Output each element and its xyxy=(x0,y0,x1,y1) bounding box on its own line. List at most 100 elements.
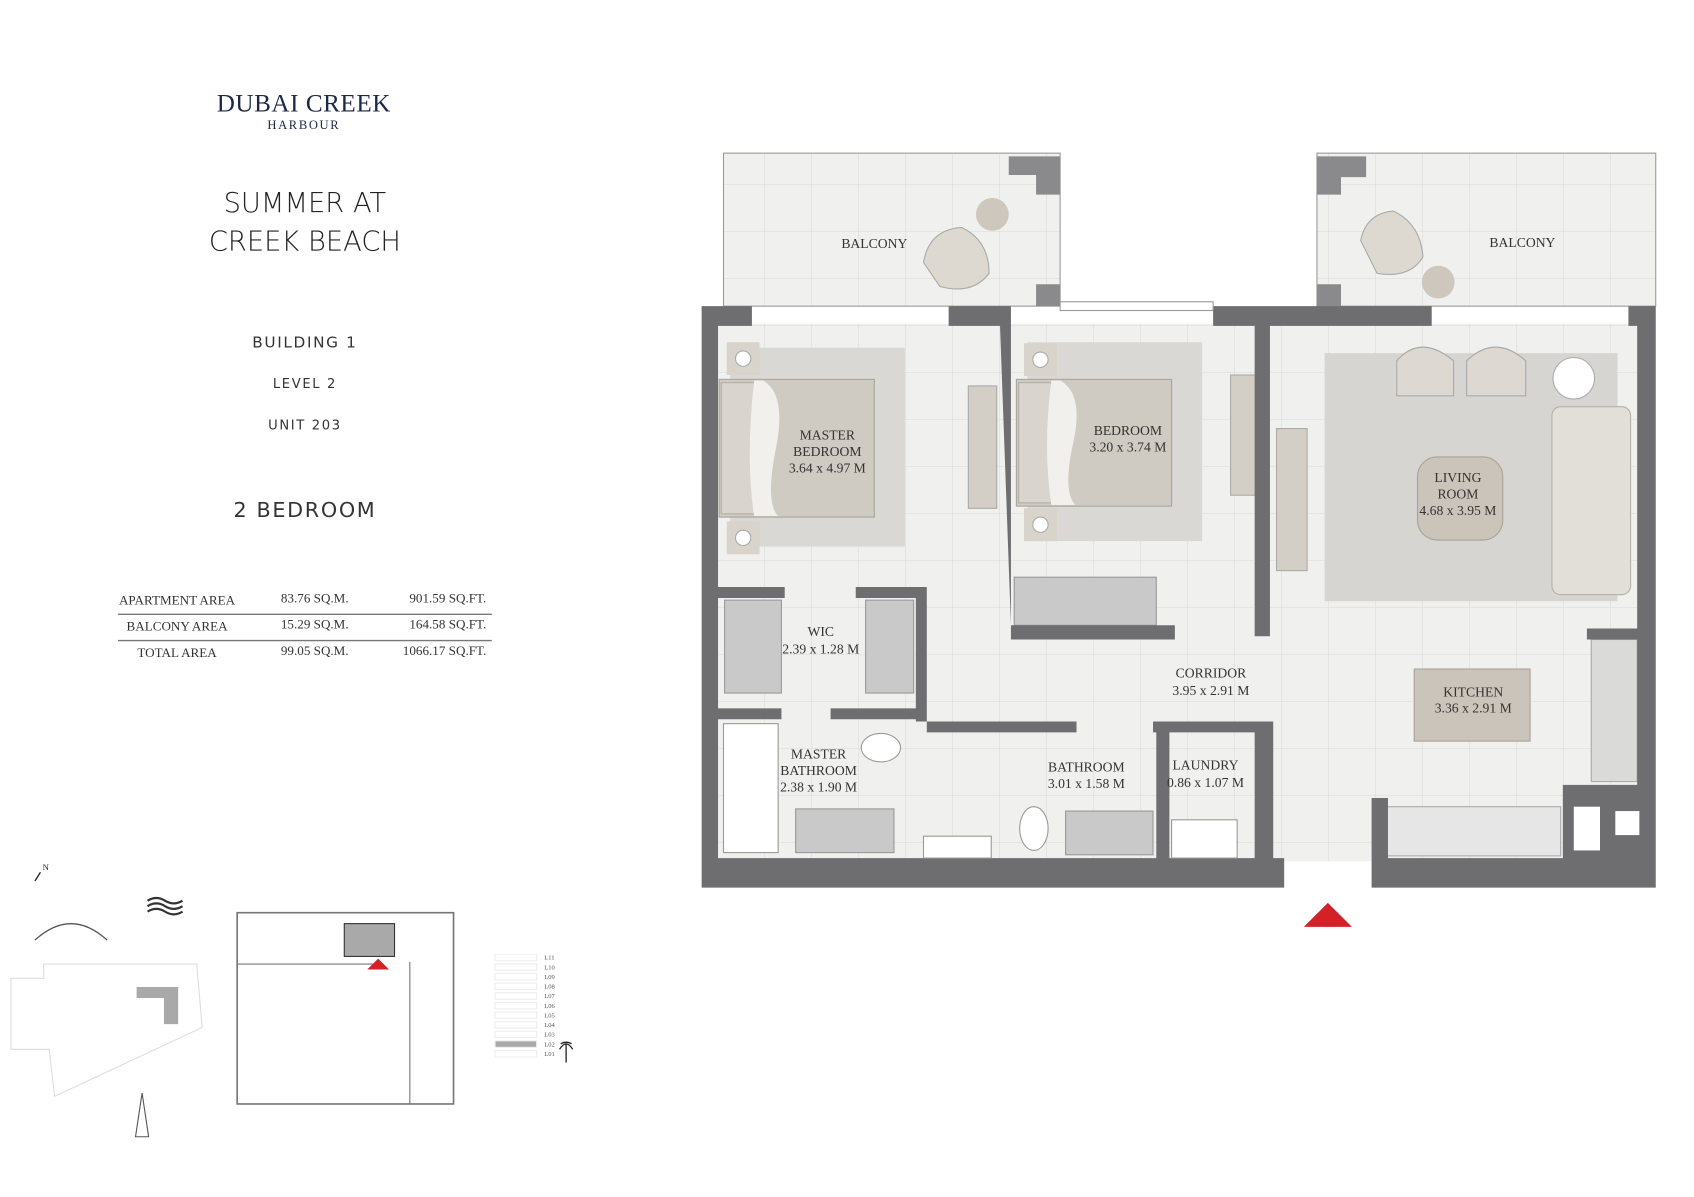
room-label-master-bedroom: MASTER xyxy=(800,427,856,442)
living-furniture xyxy=(1396,346,1632,596)
room-label-wic: WIC xyxy=(807,624,834,639)
area-sqm: 99.05 SQ.M. xyxy=(281,643,349,658)
room-label-living-room: LIVING xyxy=(1434,470,1481,485)
kitchen-counter xyxy=(1590,638,1638,783)
balcony-chair xyxy=(922,226,990,290)
level-bar xyxy=(494,1001,538,1010)
brand-subname: HARBOUR xyxy=(267,118,340,132)
level-plan-outline xyxy=(236,911,455,1105)
room-dimensions: 3.64 x 4.97 M xyxy=(789,460,866,475)
tv-console xyxy=(1275,428,1308,572)
toilet xyxy=(1019,806,1049,851)
unit-type: 2 BEDROOM xyxy=(233,498,376,522)
balcony-table xyxy=(1421,265,1455,299)
room-label-kitchen: KITCHEN xyxy=(1443,684,1503,699)
wardrobe xyxy=(724,599,782,694)
level-label: LEVEL 2 xyxy=(273,377,337,392)
washer xyxy=(1171,819,1238,859)
level-label: L04 xyxy=(544,1022,555,1029)
room-dimensions: 3.20 x 3.74 M xyxy=(1089,440,1166,455)
level-bar xyxy=(494,1040,538,1048)
building-label: BUILDING 1 xyxy=(252,334,357,352)
room-label-balcony: BALCONY xyxy=(841,236,907,251)
area-row: APARTMENT AREA 83.76 SQ.M. 901.59 SQ.FT. xyxy=(119,590,486,607)
project-title-line1: SUMMER AT xyxy=(224,188,387,219)
room-label-bathroom: BATHROOM xyxy=(1048,760,1125,775)
unit-label: UNIT 203 xyxy=(268,419,342,434)
area-sqm: 83.76 SQ.M. xyxy=(281,590,349,605)
level-label: L02 xyxy=(544,1041,555,1048)
north-label: N xyxy=(43,862,50,872)
room-label-master-bathroom: BATHROOM xyxy=(780,763,857,778)
floor-plan: BALCONY BALCONY MASTER BEDROOM 3.64 x 4.… xyxy=(701,152,1657,927)
room-label-master-bedroom: BEDROOM xyxy=(793,444,861,459)
vanity xyxy=(1065,810,1154,856)
level-bar xyxy=(494,972,538,981)
level-bar xyxy=(494,1049,538,1058)
dining-table xyxy=(1413,668,1531,742)
brand-logo: DUBAI CREEK HARBOUR xyxy=(217,91,391,132)
toilet xyxy=(860,732,902,763)
area-sqft: 901.59 SQ.FT. xyxy=(409,590,486,605)
area-sqft: 164.58 SQ.FT. xyxy=(409,617,486,632)
area-table: APARTMENT AREA 83.76 SQ.M. 901.59 SQ.FT.… xyxy=(118,590,492,660)
north-arrow-icon: N xyxy=(34,862,50,882)
room-label-master-bathroom: MASTER xyxy=(791,747,847,762)
bridge-icon xyxy=(34,922,108,941)
level-bar xyxy=(494,1021,538,1029)
wardrobe xyxy=(1013,576,1157,626)
building-highlight xyxy=(136,987,179,1025)
level-label: L01 xyxy=(544,1051,555,1058)
palm-tree-icon xyxy=(559,1041,574,1063)
room-dimensions: 2.38 x 1.90 M xyxy=(780,779,857,794)
water-waves-icon xyxy=(146,896,184,916)
site-outline xyxy=(10,963,203,1098)
level-bar xyxy=(494,953,538,962)
area-label: APARTMENT AREA xyxy=(119,593,236,608)
room-dimensions: 3.95 x 2.91 M xyxy=(1172,683,1249,698)
bathtub xyxy=(722,723,779,854)
tower-icon xyxy=(134,1092,150,1138)
room-label-living-room: ROOM xyxy=(1437,486,1478,501)
balcony-columns xyxy=(1008,156,1367,307)
level-bar xyxy=(494,982,538,991)
area-row: TOTAL AREA 99.05 SQ.M. 1066.17 SQ.FT. xyxy=(137,643,486,660)
room-label-laundry: LAUNDRY xyxy=(1172,758,1238,773)
vanity xyxy=(795,808,895,854)
level-label: L09 xyxy=(544,974,555,981)
balcony-chair xyxy=(1360,210,1424,275)
brand-name: DUBAI CREEK xyxy=(217,91,391,118)
area-label: TOTAL AREA xyxy=(137,645,217,660)
level-label: L06 xyxy=(544,1003,555,1010)
area-label: BALCONY AREA xyxy=(126,619,228,634)
level-label: L11 xyxy=(544,955,554,962)
project-title-line2: CREEK BEACH xyxy=(209,226,401,257)
tv-console xyxy=(1230,374,1260,496)
appliance xyxy=(1573,806,1601,851)
level-bar xyxy=(494,1030,538,1039)
room-dimensions: 3.36 x 2.91 M xyxy=(1435,701,1512,716)
level-bar xyxy=(494,963,538,971)
room-label-balcony: BALCONY xyxy=(1489,235,1555,250)
balcony-table xyxy=(975,197,1009,231)
bed-master xyxy=(718,342,875,555)
room-label-corridor: CORRIDOR xyxy=(1176,666,1247,681)
tv-console xyxy=(967,385,998,509)
balcony-left xyxy=(722,152,1061,307)
window xyxy=(1059,301,1214,312)
level-label: L03 xyxy=(544,1032,555,1039)
appliance xyxy=(1615,811,1640,836)
area-row: BALCONY AREA 15.29 SQ.M. 164.58 SQ.FT. xyxy=(126,617,486,634)
entrance-arrow-icon xyxy=(1303,902,1352,927)
room-dimensions: 4.68 x 3.95 M xyxy=(1419,503,1496,518)
room-label-bedroom: BEDROOM xyxy=(1094,423,1162,438)
kitchen-counter xyxy=(1385,806,1562,857)
level-label: L08 xyxy=(544,984,555,991)
room-dimensions: 2.39 x 1.28 M xyxy=(782,642,859,657)
wardrobe xyxy=(865,599,915,694)
area-sqm: 15.29 SQ.M. xyxy=(281,617,349,632)
cabinet xyxy=(922,835,992,859)
